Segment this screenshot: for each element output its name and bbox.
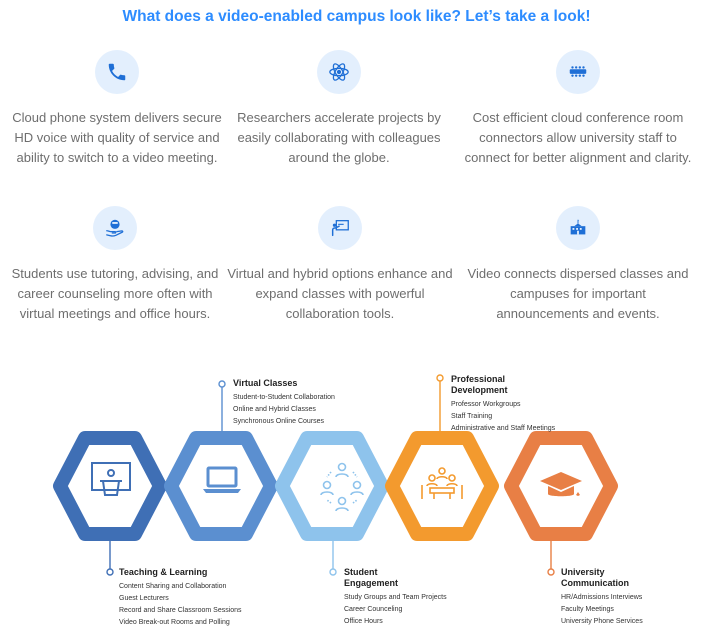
feature-research: Researchers accelerate projects by easil… [224,50,454,168]
list-item: Office Hours [344,618,383,625]
hexagon-teaching [53,431,167,541]
laptop-icon [203,466,241,493]
campus-building-icon [556,206,600,250]
segment-title: Professional Development [451,374,508,395]
feature-text: Video connects dispersed classes and cam… [467,266,689,321]
list-item: University Phone Services [561,618,643,625]
meeting-table-icon [421,467,463,499]
feature-text: Researchers accelerate projects by easil… [237,110,441,165]
feature-text: Students use tutoring, advising, and car… [11,266,219,321]
list-item: Online and Hybrid Classes [233,406,316,413]
hexagon-virtual [164,431,278,541]
conference-room-icon [556,50,600,94]
classroom-board-icon [318,206,362,250]
list-item: HR/Admissions Interviews [561,594,643,601]
connector-virtual [218,380,226,437]
page-title: What does a video-enabled campus look li… [122,8,591,25]
segment-title: Student Engagement [344,567,399,588]
feature-conference: Cost efficient cloud conference room con… [463,50,693,168]
list-item: Guest Lecturers [119,595,169,602]
segment-title: Virtual Classes [233,378,298,388]
phone-icon [95,50,139,94]
connector-teaching [106,536,114,576]
feature-text: Cloud phone system delivers secure HD vo… [12,110,222,165]
group-icon [320,462,364,512]
label-engagement: Student Engagement Study Groups and Team… [344,567,474,628]
podium-icon [91,462,131,496]
hexagon-engagement [275,431,389,541]
atom-icon [317,50,361,94]
feature-text: Virtual and hybrid options enhance and e… [227,266,453,321]
list-item: Staff Training [451,413,493,420]
label-communication: University Communication HR/Admissions I… [561,567,701,628]
list-item: Synchronous Online Courses [233,418,325,425]
hexagon-professional [385,431,499,541]
feature-text: Cost efficient cloud conference room con… [464,110,692,165]
campus-diagram: Teaching & Learning Content Sharing and … [0,360,713,637]
tutoring-hand-icon [93,206,137,250]
list-item: Study Groups and Team Projects [344,594,447,601]
list-item: Student-to-Student Collaboration [233,394,335,401]
list-item: Professor Workgroups [451,401,521,408]
list-item: Content Sharing and Collaboration [119,583,227,590]
list-item: Career Counceling [344,606,403,613]
connector-professional [436,374,444,437]
segment-title: Teaching & Learning [119,567,208,577]
list-item: Record and Share Classroom Sessions [119,607,242,614]
list-item: Faculty Meetings [561,606,614,613]
list-item: Video Break-out Rooms and Polling [119,619,230,626]
graduation-cap-icon [540,472,582,497]
hexagon-communication [504,431,618,541]
connector-engagement [329,536,337,576]
label-professional: Professional Development Professor Workg… [451,374,601,435]
connector-communication [547,536,555,576]
feature-classes: Virtual and hybrid options enhance and e… [225,206,455,324]
feature-tutoring: Students use tutoring, advising, and car… [0,206,230,324]
segment-title: University Communication [561,567,630,588]
label-teaching: Teaching & Learning Content Sharing and … [119,567,279,629]
feature-phone: Cloud phone system delivers secure HD vo… [2,50,232,168]
label-virtual: Virtual Classes Student-to-Student Colla… [233,378,393,428]
list-item: Administrative and Staff Meetings [451,425,556,432]
feature-campuses: Video connects dispersed classes and cam… [463,206,693,324]
